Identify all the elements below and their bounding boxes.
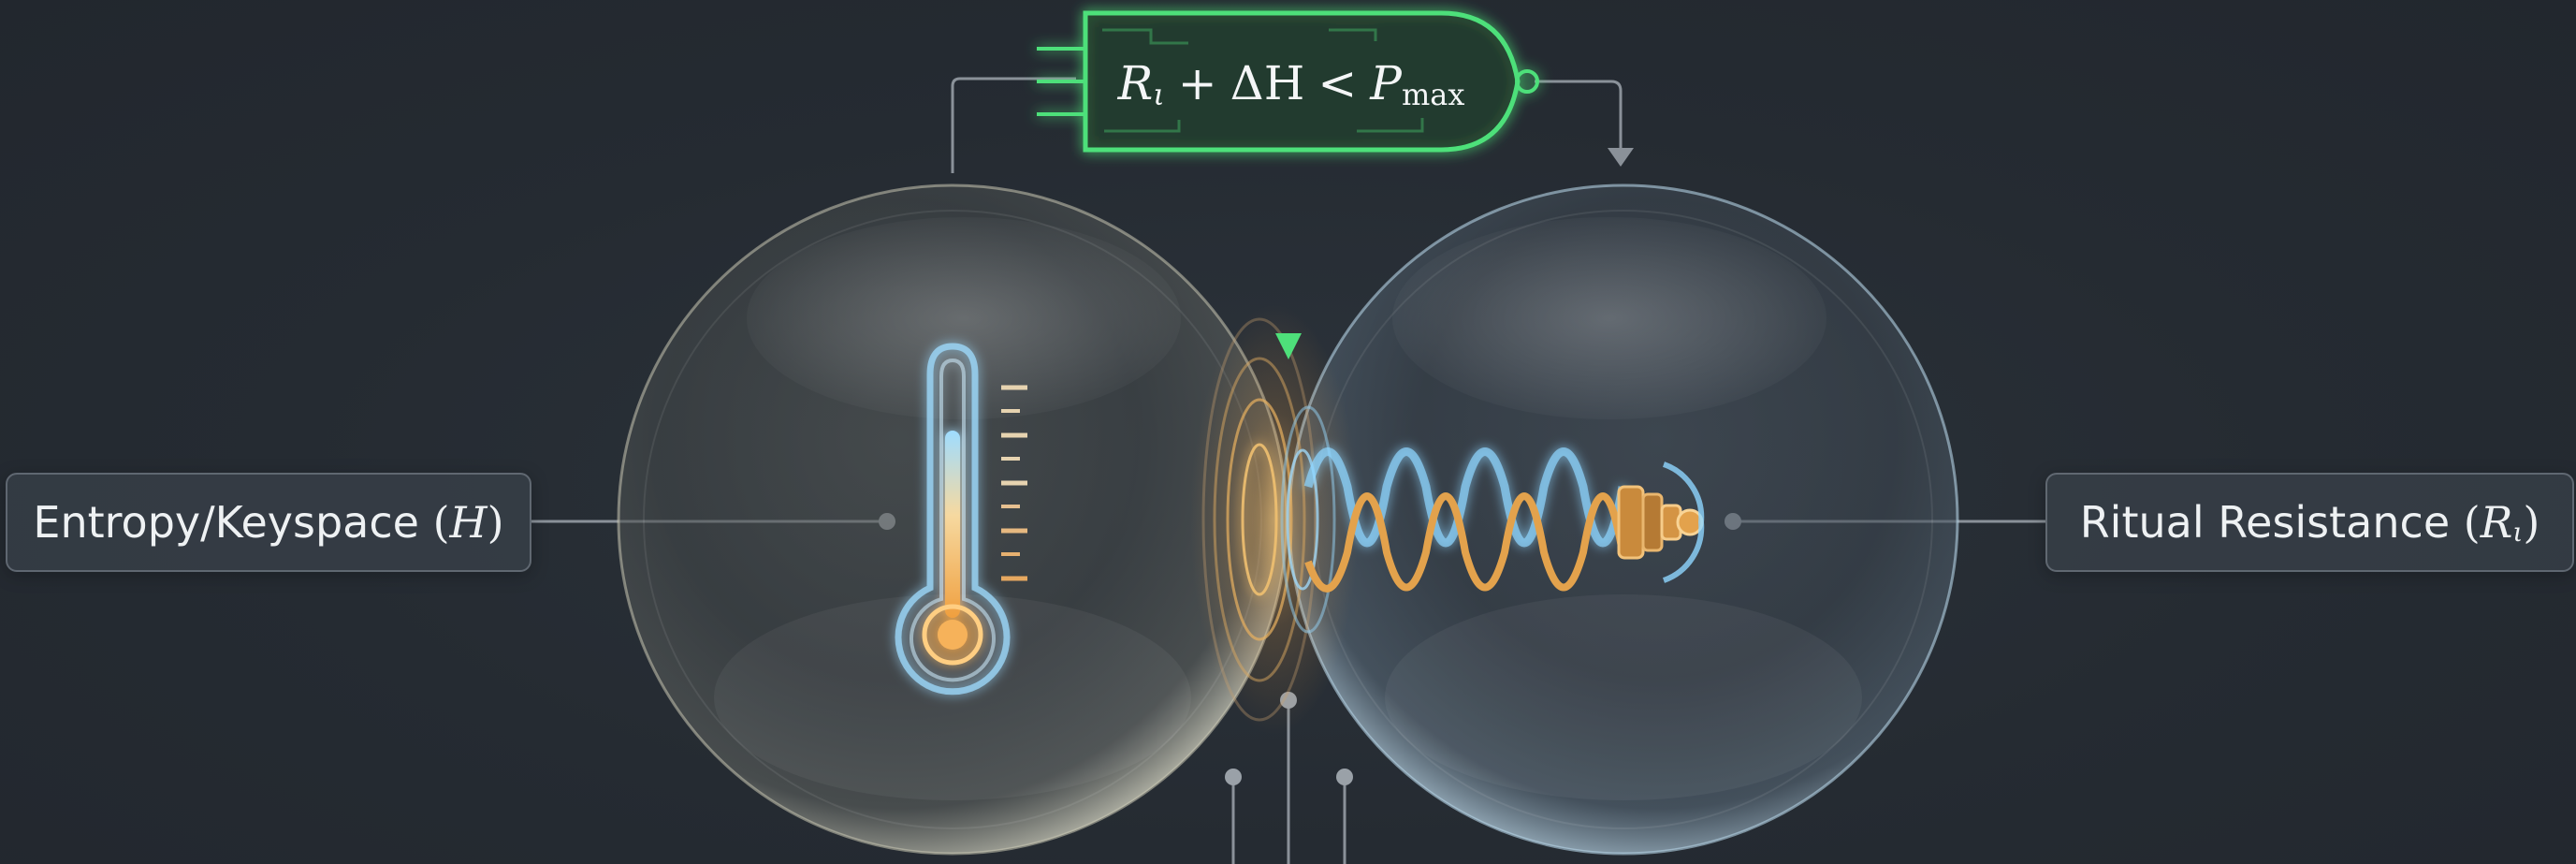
formula-plus: + bbox=[1177, 56, 1217, 110]
formula-r-subscript: ι bbox=[1153, 77, 1165, 112]
resistance-label-text: Ritual Resistance bbox=[2079, 497, 2451, 548]
formula-delta-h: ΔH bbox=[1230, 56, 1305, 110]
gate-output-connector bbox=[1535, 80, 1634, 167]
logic-gate-icon bbox=[1037, 10, 1539, 153]
gate-output-arrow bbox=[1275, 157, 1302, 359]
formula-less-than: < bbox=[1317, 56, 1358, 110]
formula-p-var: P bbox=[1370, 56, 1402, 110]
formula-p-subscript: max bbox=[1401, 77, 1465, 112]
entropy-label-variable: H bbox=[449, 497, 488, 548]
formula-r-var: R bbox=[1117, 56, 1154, 110]
contact-ripple bbox=[1190, 304, 1359, 735]
thermometer-scale bbox=[1001, 385, 1027, 581]
entropy-label-text: Entropy/Keyspace bbox=[33, 497, 419, 548]
thermometer-icon bbox=[895, 343, 1011, 696]
gate-input-connector bbox=[951, 77, 1076, 173]
resistance-label-variable: R bbox=[2480, 497, 2513, 548]
spring-icon bbox=[1303, 447, 1705, 593]
resistance-label-subscript: ι bbox=[2512, 516, 2524, 548]
entropy-keyspace-label: Entropy/Keyspace (H) bbox=[6, 473, 531, 572]
